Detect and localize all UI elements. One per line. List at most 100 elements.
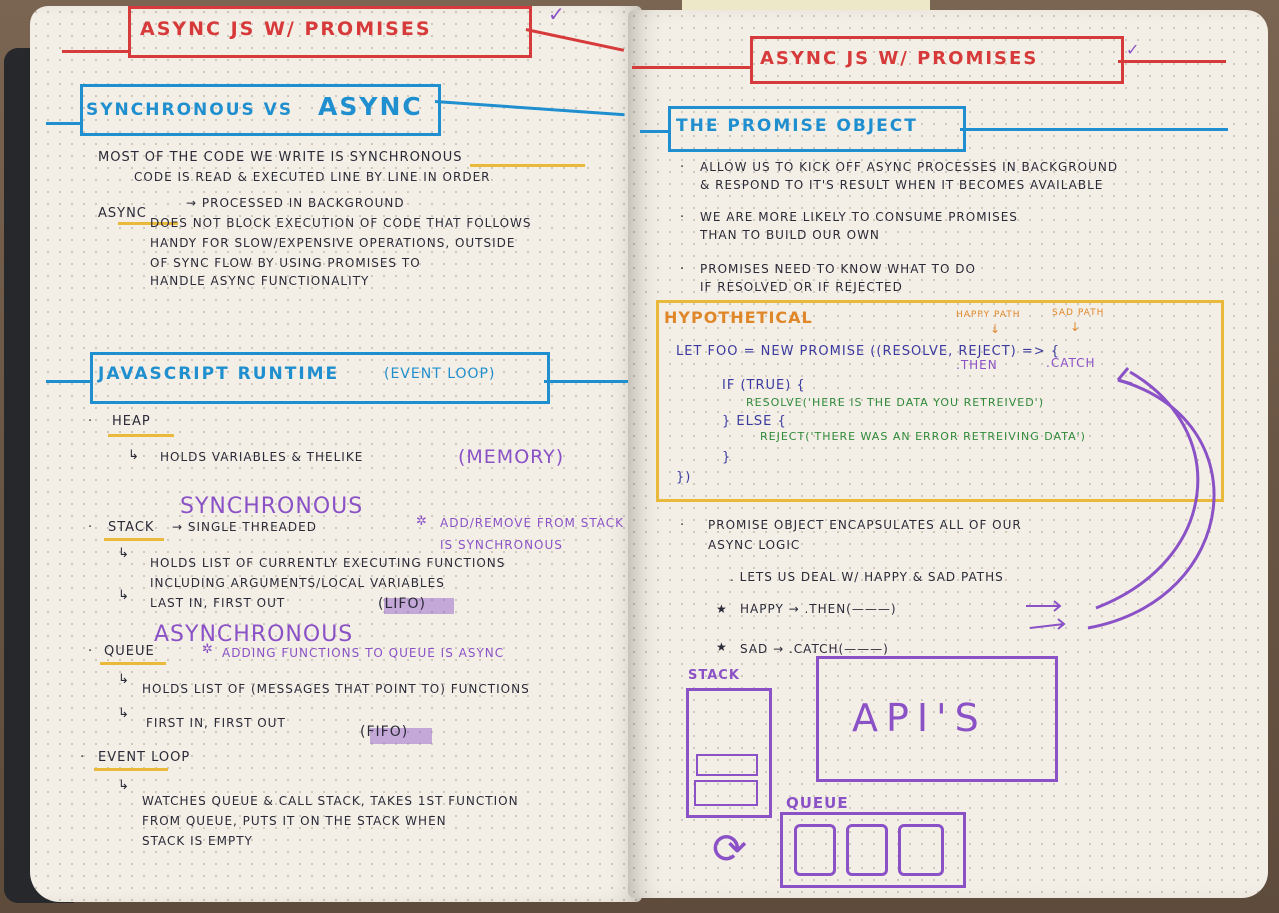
queue-slot-2: [846, 824, 888, 876]
queue-arrow-2: ↳: [118, 706, 130, 721]
r-bullet-3-text2: if resolved or if rejected: [700, 280, 903, 294]
left-title-rule: [62, 50, 128, 53]
hypothetical-label: Hypothetical: [664, 308, 813, 327]
star-icon: ✲: [416, 514, 428, 529]
event-loop-label: Event Loop: [98, 750, 191, 765]
encapsulates-2: async logic: [708, 538, 801, 552]
heap-desc: Holds variables & thelike: [160, 450, 364, 464]
right-page: [628, 10, 1268, 898]
bullet-2: Async: [98, 206, 147, 221]
stack-bullet: ·: [88, 520, 94, 535]
queue-arrow-1: ↳: [118, 672, 130, 687]
event-arrow: ↳: [118, 778, 130, 793]
r-bullet-3-text: Promises need to know what to do: [700, 262, 976, 276]
bullet-2-sub1: does not block execution of code that fo…: [150, 216, 532, 230]
bullet-2-sub4: handle async functionality: [150, 274, 370, 288]
heap-underline: [108, 434, 174, 437]
event-bullet: ·: [80, 750, 86, 765]
stack-desc-1: Holds list of currently executing functi…: [150, 556, 506, 570]
queue-desc-2: First in, first out: [146, 716, 286, 730]
stack-note-2: is synchronous: [440, 538, 563, 552]
fifo-highlight: [370, 728, 432, 744]
sync-heading-rule: [46, 122, 80, 125]
queue-note: Adding functions to queue is async: [222, 646, 505, 660]
r-bullet-2-text2: than to build our own: [700, 228, 880, 242]
stack-arrow-1: ↳: [118, 546, 130, 561]
bullet-2-sub3: of sync flow by using promises to: [150, 256, 421, 270]
runtime-heading-box: [90, 352, 550, 404]
promise-heading-rule-right: [960, 128, 1228, 131]
catch-label: .catch: [1046, 356, 1096, 370]
right-page-title: Async JS w/ Promises: [760, 48, 1039, 69]
bullet-2-arrow: → processed in background: [186, 196, 405, 210]
runtime-heading-rule: [46, 380, 90, 383]
catch-return-arrow: [1095, 370, 1200, 610]
queue-slot-3: [898, 824, 944, 876]
sync-heading: Synchronous vs: [86, 100, 294, 120]
check-mark: ✓: [548, 2, 566, 26]
queue-desc-1: Holds list of (messages that point to) f…: [142, 682, 530, 696]
right-title-rule: [632, 66, 750, 69]
sad-star-icon: ★: [716, 640, 728, 654]
runtime-heading: Javascript Runtime: [98, 364, 340, 384]
arrow-head: [1116, 367, 1133, 386]
heap-memory: (Memory): [458, 446, 565, 468]
sad-path-label: Sad Path: [1052, 308, 1105, 318]
r-bullet-1: ·: [680, 160, 686, 175]
right-title-rule-right: [1118, 60, 1226, 63]
async-label: Asynchronous: [154, 622, 354, 647]
stack-label: Stack: [108, 520, 155, 535]
happy-down-arrow: ↓: [990, 322, 1002, 336]
code-line-1: let Foo = new Promise ((resolve, reject)…: [676, 344, 1061, 359]
code-line-2: if (true) {: [722, 378, 806, 393]
queue-star-icon: ✲: [202, 642, 214, 657]
promise-heading-rule: [640, 130, 668, 133]
left-page-title: Async JS w/ Promises: [140, 18, 432, 40]
diagram-apis-box: [816, 656, 1058, 782]
code-line-3: resolve('Here is the data you retreived'…: [746, 396, 1044, 409]
r-bullet-3: ·: [680, 262, 686, 277]
queue-slot-1: [794, 824, 836, 876]
code-line-7: }): [676, 470, 692, 485]
stack-arrow: → single threaded: [172, 520, 317, 534]
heap-bullet: ·: [88, 414, 94, 429]
happy-path-label: Happy Path: [956, 310, 1021, 320]
diagram-queue-box: [780, 812, 966, 888]
stack-underline: [104, 538, 164, 541]
diagram-stack-item-1: [696, 754, 758, 776]
r-bullet-1-text2: & respond to it's result when it becomes…: [700, 178, 1104, 192]
stack-note-1: Add/Remove from stack: [440, 516, 624, 530]
queue-underline: [100, 662, 166, 665]
diagram-stack-box: [686, 688, 772, 818]
bullet-2-sub2: handy for slow/expensive operations, out…: [150, 236, 516, 250]
lifo-highlight: [384, 598, 454, 614]
sad-line: Sad → .catch(———): [740, 642, 889, 656]
heap-label: Heap: [112, 414, 151, 429]
happy-arrow-stub: [1026, 600, 1062, 612]
runtime-heading-rule-right: [544, 380, 629, 383]
sync-highlight: [470, 164, 585, 167]
stack-arrow-2: ↳: [118, 588, 130, 603]
r-bullet-4: ·: [680, 518, 686, 533]
event-desc-3: stack is empty: [142, 834, 253, 848]
happy-star-icon: ★: [716, 602, 728, 616]
event-desc-1: watches queue & call stack, takes 1st fu…: [142, 794, 519, 808]
code-line-5: reject('There was an error retreiving da…: [760, 430, 1086, 443]
sad-down-arrow: ↓: [1070, 320, 1082, 334]
lifo-label: (LIFO): [378, 596, 426, 612]
diagram-stack-item-2: [694, 780, 758, 806]
event-desc-2: from queue, puts it on the stack when: [142, 814, 447, 828]
runtime-subheading: (Event Loop): [384, 366, 496, 382]
heap-arrow: ↳: [128, 448, 140, 463]
bullet-1-sub: code is read & executed line by line in …: [134, 170, 491, 184]
then-label: .then: [956, 358, 998, 372]
stack-desc-3: Last in, first out: [150, 596, 286, 610]
diagram-apis-label: API's: [852, 696, 987, 740]
sync-heading-box: [80, 84, 441, 136]
bullet-1: Most of the code we write is synchronous: [98, 150, 463, 165]
encapsulates-1: Promise object encapsulates all of our: [708, 518, 1022, 532]
happy-line: Happy → .then(———): [740, 602, 897, 616]
sad-arrow-stub: [1029, 618, 1066, 630]
